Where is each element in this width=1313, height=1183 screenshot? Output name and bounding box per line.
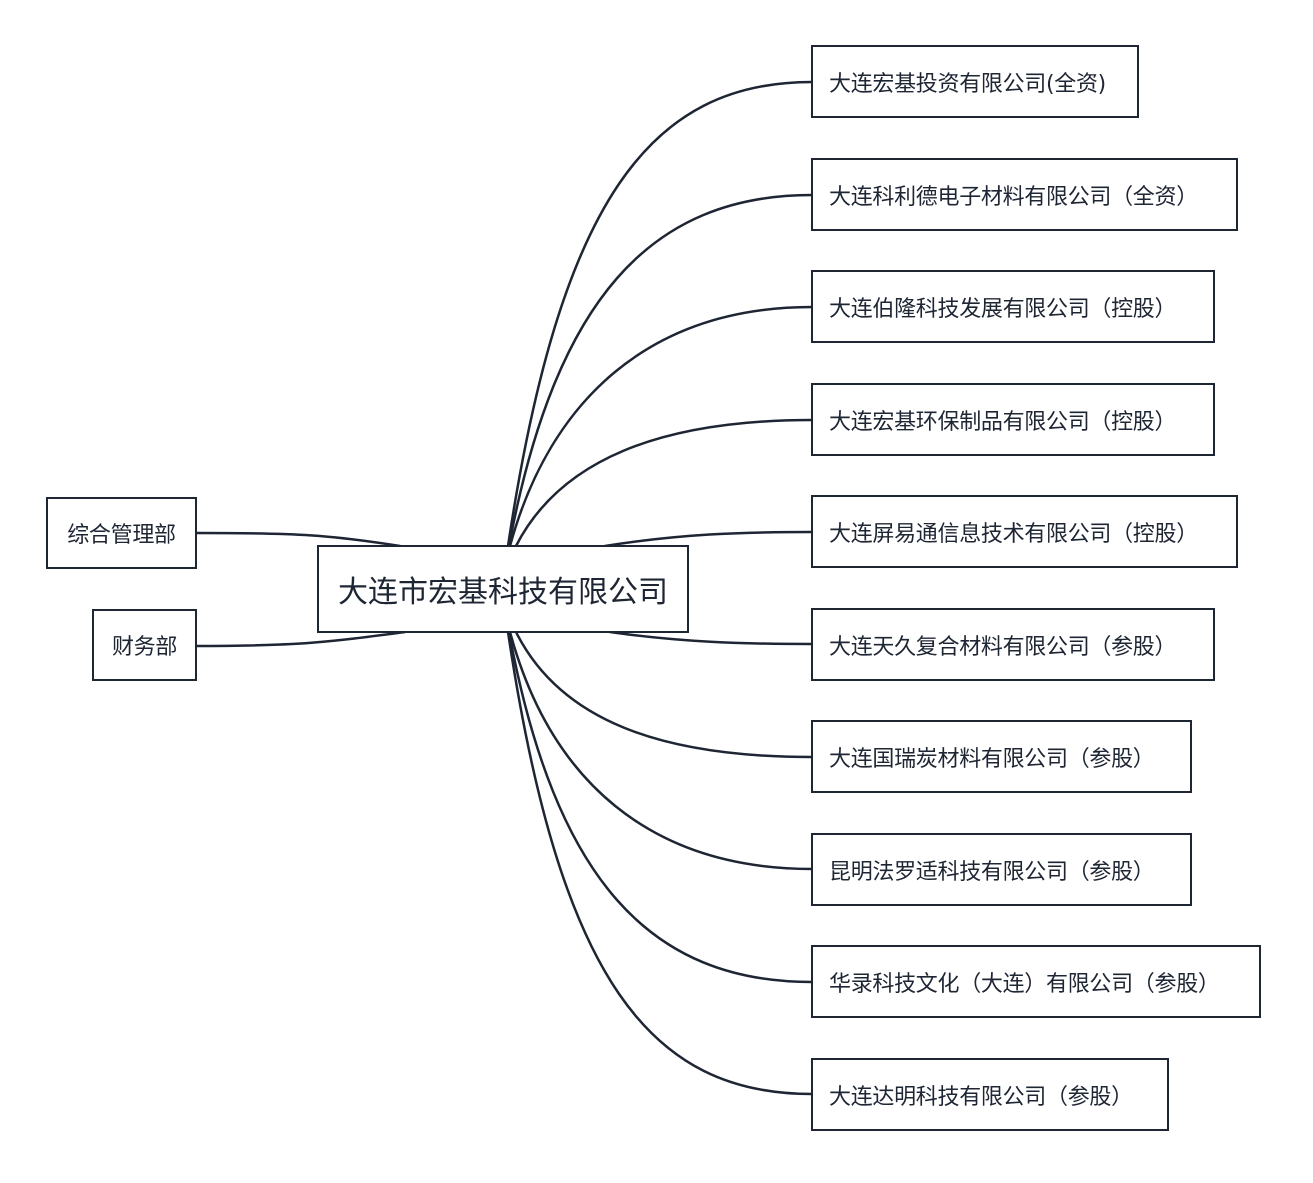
right-node-8: 华录科技文化（大连）有限公司（参股） bbox=[811, 945, 1261, 1018]
right-node-label: 大连伯隆科技发展有限公司（控股） bbox=[829, 296, 1177, 322]
connector-left-0 bbox=[194, 531, 402, 548]
left-node-label: 财务部 bbox=[111, 635, 178, 660]
right-node-label: 华录科技文化（大连）有限公司（参股） bbox=[829, 971, 1220, 997]
connector-right-4 bbox=[603, 530, 814, 548]
root-node: 大连市宏基科技有限公司 bbox=[317, 545, 689, 633]
right-node-label: 大连国瑞炭材料有限公司（参股） bbox=[829, 746, 1155, 772]
connector-left-1 bbox=[194, 630, 407, 648]
right-node-6: 大连国瑞炭材料有限公司（参股） bbox=[811, 720, 1192, 793]
right-node-label: 大连天久复合材料有限公司（参股） bbox=[829, 634, 1177, 660]
right-node-2: 大连伯隆科技发展有限公司（控股） bbox=[811, 270, 1215, 343]
connector-right-8 bbox=[507, 630, 814, 984]
right-node-label: 大连宏基环保制品有限公司（控股） bbox=[829, 409, 1177, 435]
left-node-general-admin: 综合管理部 bbox=[46, 497, 197, 569]
right-node-label: 昆明法罗适科技有限公司（参股） bbox=[829, 859, 1155, 885]
right-node-0: 大连宏基投资有限公司(全资) bbox=[811, 45, 1139, 118]
connector-right-9 bbox=[506, 630, 814, 1096]
connector-right-0 bbox=[506, 80, 814, 548]
left-node-label: 综合管理部 bbox=[67, 523, 176, 548]
connector-right-2 bbox=[508, 305, 814, 548]
left-node-finance: 财务部 bbox=[92, 609, 197, 681]
right-node-label: 大连屏易通信息技术有限公司（控股） bbox=[829, 521, 1198, 547]
right-node-1: 大连科利德电子材料有限公司（全资） bbox=[811, 158, 1238, 231]
connector-right-1 bbox=[507, 193, 814, 548]
right-node-4: 大连屏易通信息技术有限公司（控股） bbox=[811, 495, 1238, 568]
root-node-label: 大连市宏基科技有限公司 bbox=[338, 575, 668, 610]
connector-right-7 bbox=[508, 630, 814, 871]
right-node-9: 大连达明科技有限公司（参股） bbox=[811, 1058, 1169, 1131]
connector-right-6 bbox=[514, 630, 814, 759]
right-node-5: 大连天久复合材料有限公司（参股） bbox=[811, 608, 1215, 681]
connector-right-5 bbox=[608, 630, 814, 646]
right-node-label: 大连达明科技有限公司（参股） bbox=[829, 1084, 1133, 1110]
right-node-label: 大连宏基投资有限公司(全资) bbox=[829, 71, 1106, 97]
right-node-3: 大连宏基环保制品有限公司（控股） bbox=[811, 383, 1215, 456]
connector-right-3 bbox=[514, 418, 814, 548]
right-node-label: 大连科利德电子材料有限公司（全资） bbox=[829, 184, 1198, 210]
right-node-7: 昆明法罗适科技有限公司（参股） bbox=[811, 833, 1192, 906]
